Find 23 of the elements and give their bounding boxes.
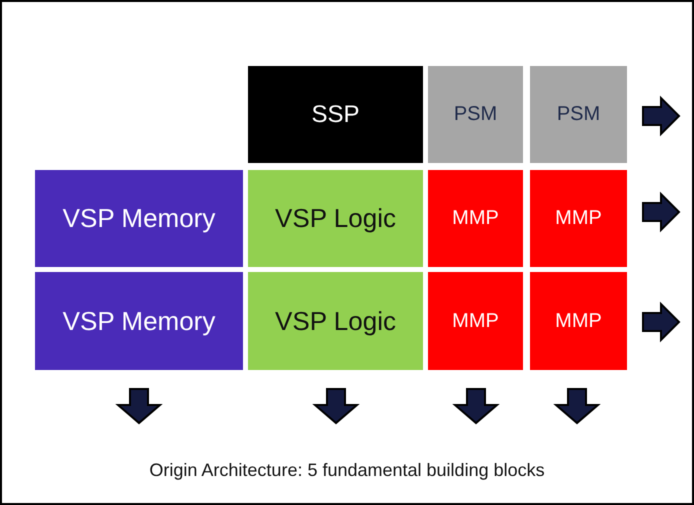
memory-block	[35, 272, 243, 370]
block-label: MMP	[452, 310, 499, 332]
block-label: MMP	[452, 207, 499, 230]
mmp-block	[530, 170, 627, 267]
caption: Origin Architecture: 5 fundamental building blocks	[148, 460, 546, 481]
mmp-block	[530, 272, 627, 370]
block-label: PSM	[454, 103, 498, 126]
logic-block	[248, 272, 423, 370]
logic-block	[248, 170, 423, 267]
block-label: VSP Logic	[275, 203, 396, 234]
mmp-block	[428, 170, 523, 267]
memory-block	[35, 170, 243, 267]
block-label: MMP	[555, 207, 602, 230]
psm-block	[428, 66, 523, 163]
psm-block	[530, 66, 627, 163]
block-label: VSP Memory	[62, 203, 216, 234]
block-label: VSP Logic	[275, 306, 396, 336]
block-label: MMP	[555, 310, 602, 332]
block-label: SSP	[311, 100, 360, 128]
mmp-block	[428, 272, 523, 370]
block-label: PSM	[556, 103, 600, 126]
ssp-block	[248, 66, 423, 163]
block-label: VSP Memory	[62, 306, 216, 336]
